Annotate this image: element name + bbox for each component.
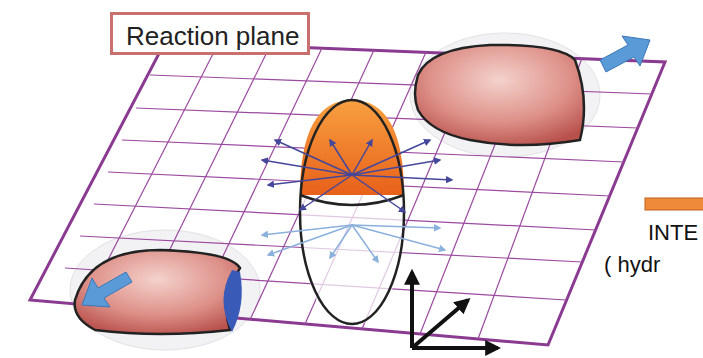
legend-bar [645, 198, 703, 210]
nucleus-left [75, 250, 240, 334]
legend-label: INTE [648, 220, 698, 246]
box-title: Reaction plane [126, 21, 307, 52]
reaction-plane [30, 42, 665, 345]
legend-label: ( hydr [604, 252, 660, 278]
fireball [300, 100, 404, 325]
axes [412, 272, 498, 348]
direction-arrow [82, 272, 132, 307]
direction-arrow [600, 36, 650, 72]
title-box: Reaction plane [110, 12, 310, 55]
nucleus-right [415, 45, 584, 145]
